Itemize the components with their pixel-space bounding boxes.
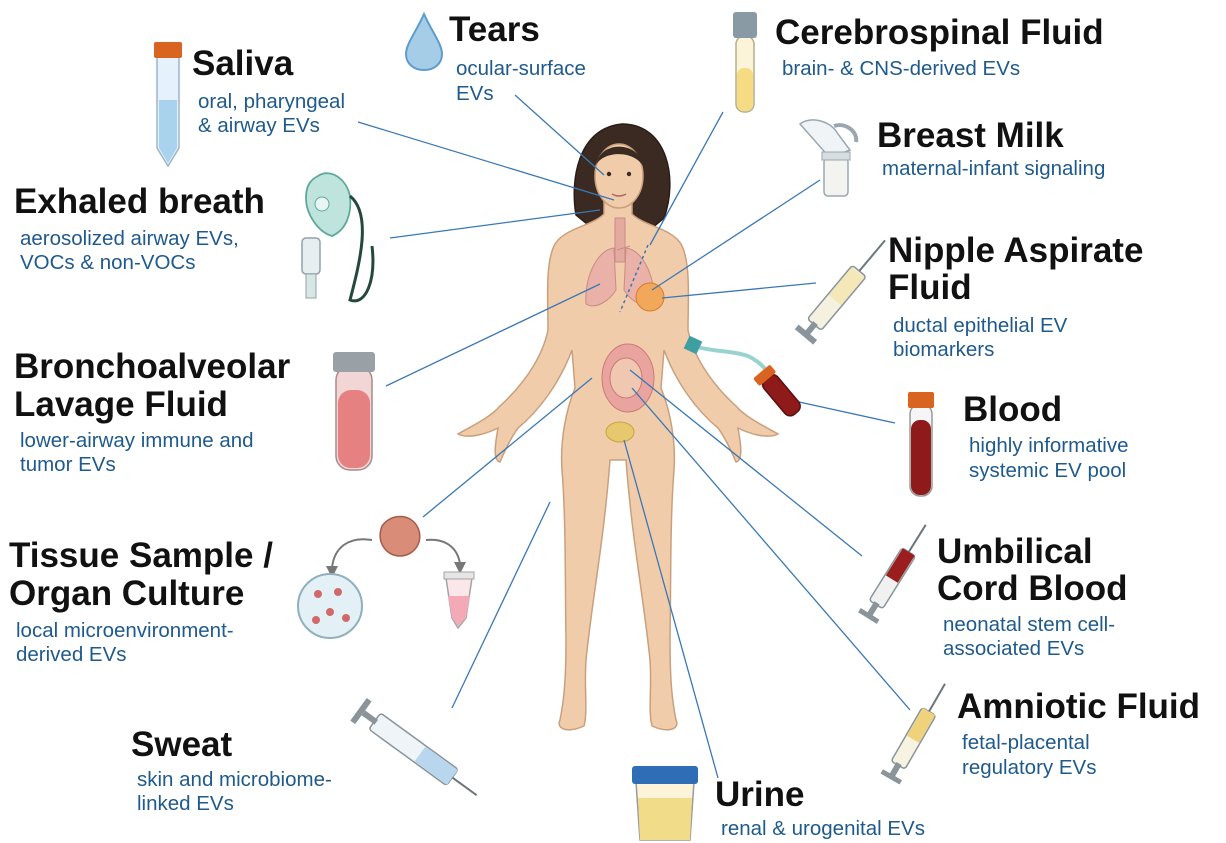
csf-tube-icon (733, 12, 757, 112)
cord-desc-line1: neonatal stem cell- (943, 612, 1115, 637)
exhaled-desc-line1: aerosolized airway EVs, (20, 226, 239, 251)
breast-pump-icon (800, 120, 856, 196)
nipple-title-line2: Fluid (888, 269, 972, 306)
amniotic-title: Amniotic Fluid (957, 688, 1200, 725)
csf-title: Cerebrospinal Fluid (775, 14, 1104, 51)
nipple-title-line1: Nipple Aspirate (888, 232, 1143, 269)
tissue-desc-line1: local microenvironment- (16, 618, 234, 643)
tissue-sample-icon (326, 516, 466, 578)
blood-title: Blood (963, 391, 1062, 428)
trachea-icon (615, 218, 625, 262)
saliva-desc-line2: & airway EVs (198, 113, 320, 138)
cord-desc-line2: associated EVs (943, 636, 1084, 661)
sweat-desc-line2: linked EVs (137, 791, 234, 816)
nipple-desc-line1: ductal epithelial EV (893, 313, 1067, 338)
bal-desc-line2: tumor EVs (20, 452, 116, 477)
blood-desc-line1: highly informative (969, 433, 1129, 458)
exhaled-breath-title: Exhaled breath (14, 183, 265, 220)
saliva-title: Saliva (192, 45, 293, 82)
tears-desc-line1: ocular-surface (456, 56, 586, 81)
sweat-title: Sweat (131, 726, 232, 763)
tear-drop-icon (406, 14, 442, 70)
bal-title-line2: Lavage Fluid (14, 386, 228, 423)
body-silhouette (458, 196, 778, 730)
bal-tube-icon (333, 352, 375, 470)
tissue-title-line1: Tissue Sample / (9, 537, 273, 574)
breast-milk-desc-line1: maternal-infant signaling (882, 156, 1105, 181)
sweat-desc-line1: skin and microbiome- (137, 767, 332, 792)
csf-desc-line1: brain- & CNS-derived EVs (782, 56, 1020, 81)
tissue-desc-line2: derived EVs (16, 642, 127, 667)
bladder-icon (606, 422, 634, 442)
bal-desc-line1: lower-airway immune and (20, 428, 254, 453)
cord-title-line1: Umbilical (937, 533, 1093, 570)
saliva-tube-icon (154, 42, 182, 166)
breast-gland-icon (636, 283, 664, 311)
amniotic-desc-line2: regulatory EVs (962, 755, 1096, 780)
blood-tube-icon (753, 364, 805, 420)
bal-title-line1: Bronchoalveolar (14, 348, 290, 385)
blood-tube-icon (908, 392, 934, 496)
syringe-icon (858, 519, 935, 624)
nipple-desc-line2: biomarkers (893, 337, 994, 362)
urine-desc-line1: renal & urogenital EVs (721, 816, 925, 841)
tears-desc-line2: EVs (456, 81, 494, 106)
exhaled-desc-line2: VOCs & non-VOCs (20, 250, 195, 275)
syringe-icon (880, 678, 954, 784)
amniotic-desc-line1: fetal-placental (962, 730, 1090, 755)
saliva-desc-line1: oral, pharyngeal (198, 89, 345, 114)
breast-milk-title: Breast Milk (877, 117, 1064, 154)
urine-cup-icon (632, 766, 698, 840)
syringe-icon (795, 233, 894, 345)
petri-dish-icon (298, 574, 362, 638)
syringe-icon (350, 698, 485, 806)
eppendorf-tube-icon (444, 572, 474, 628)
urine-title: Urine (715, 776, 804, 813)
oxygen-mask-icon (302, 173, 373, 301)
tissue-title-line2: Organ Culture (9, 575, 244, 612)
tears-title: Tears (449, 11, 540, 48)
cord-title-line2: Cord Blood (937, 570, 1128, 607)
blood-desc-line2: systemic EV pool (969, 458, 1126, 483)
